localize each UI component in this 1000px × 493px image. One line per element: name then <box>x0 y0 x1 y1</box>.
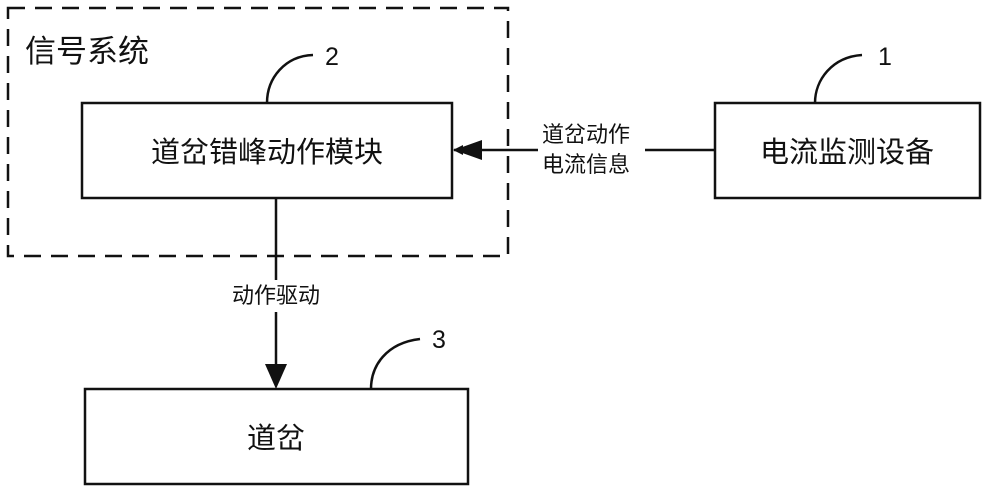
signal-system-group <box>6 6 510 258</box>
switch-label: 道岔 <box>247 421 305 455</box>
current-monitoring-device-box[interactable] <box>713 101 982 200</box>
arrowhead-down-icon <box>265 364 287 389</box>
edge-action-drive-label: 动作驱动 <box>232 284 320 309</box>
ref-leader-2 <box>265 53 314 104</box>
ref-number-2: 2 <box>325 43 339 71</box>
edge-current-info-label-line1: 道岔动作 <box>542 123 630 148</box>
ref-leader-1 <box>813 53 863 104</box>
ref-leader-3 <box>369 337 421 390</box>
switch-staggered-action-module-label: 道岔错峰动作模块 <box>151 135 383 169</box>
switch-box[interactable] <box>83 387 470 486</box>
arrowhead-left-icon <box>454 140 482 160</box>
current-monitoring-device-label: 电流监测设备 <box>760 135 934 169</box>
signal-system-label: 信号系统 <box>25 34 149 70</box>
ref-number-1: 1 <box>878 43 892 71</box>
ref-number-3: 3 <box>432 326 446 354</box>
edge-current-info-label-line2: 电流信息 <box>542 153 630 178</box>
